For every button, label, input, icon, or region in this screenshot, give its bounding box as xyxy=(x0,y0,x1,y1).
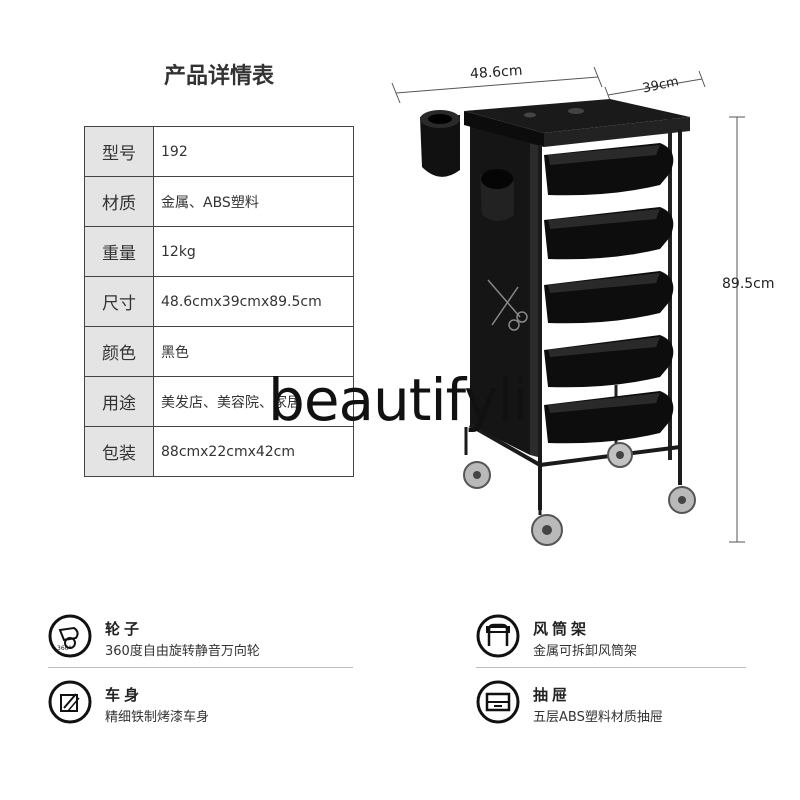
spec-key: 型号 xyxy=(84,126,154,177)
trolley-illustration xyxy=(420,99,696,546)
spec-value: 金属、ABS塑料 xyxy=(153,176,354,227)
feature-dryer-holder: 风筒架 金属可拆卸风筒架 xyxy=(476,610,776,664)
table-row: 材质 金属、ABS塑料 xyxy=(84,176,354,227)
height-dimension-line xyxy=(729,116,745,543)
spec-table: 型号 192 材质 金属、ABS塑料 重量 12kg 尺寸 48.6cmx39c… xyxy=(84,126,354,477)
spec-value: 黑色 xyxy=(153,326,354,377)
feature-desc: 五层ABS塑料材质抽屉 xyxy=(533,710,663,725)
feature-title: 轮子 xyxy=(105,620,144,638)
table-row: 重量 12kg xyxy=(84,226,354,277)
product-image: 48.6cm 39cm 89.5cm xyxy=(391,63,775,546)
feature-desc: 金属可拆卸风筒架 xyxy=(533,644,638,659)
divider xyxy=(48,667,353,668)
table-row: 用途 美发店、美容院、家居 xyxy=(84,376,354,427)
table-row: 颜色 黑色 xyxy=(84,326,354,377)
wheel-icon: 360° xyxy=(48,614,92,658)
spec-key: 包装 xyxy=(84,426,154,477)
spec-value: 88cmx22cmx42cm xyxy=(153,426,354,477)
drawer-icon xyxy=(476,680,520,724)
spec-value: 192 xyxy=(153,126,354,177)
cart-body-icon xyxy=(48,680,92,724)
spec-value: 美发店、美容院、家居 xyxy=(153,376,354,427)
table-row: 包装 88cmx22cmx42cm xyxy=(84,426,354,477)
width-dimension-line xyxy=(391,66,603,104)
spec-key: 材质 xyxy=(84,176,154,227)
feature-title: 抽屉 xyxy=(533,686,572,704)
feature-desc: 360度自由旋转静音万向轮 xyxy=(105,644,260,659)
spec-key: 颜色 xyxy=(84,326,154,377)
spec-key: 尺寸 xyxy=(84,276,154,327)
table-row: 尺寸 48.6cmx39cmx89.5cm xyxy=(84,276,354,327)
feature-drawer: 抽屉 五层ABS塑料材质抽屉 xyxy=(476,676,776,730)
drawer-stack xyxy=(544,143,674,444)
feature-wheel: 360° 轮子 360度自由旋转静音万向轮 xyxy=(48,610,348,664)
page-title: 产品详情表 xyxy=(163,64,274,89)
spec-value: 48.6cmx39cmx89.5cm xyxy=(153,276,354,327)
spec-value: 12kg xyxy=(153,226,354,277)
svg-text:360°: 360° xyxy=(57,645,71,652)
dryer-holder-icon xyxy=(476,614,520,658)
feature-body: 车身 精细铁制烤漆车身 xyxy=(48,676,348,730)
feature-title: 车身 xyxy=(105,686,144,704)
table-row: 型号 192 xyxy=(84,126,354,177)
watermark: beautifyli xyxy=(268,366,529,434)
caster-wheels xyxy=(463,442,696,546)
divider xyxy=(476,667,746,668)
spec-key: 重量 xyxy=(84,226,154,277)
width-label: 48.6cm xyxy=(469,63,523,83)
feature-title: 风筒架 xyxy=(533,620,591,638)
depth-label: 39cm xyxy=(641,74,680,96)
spec-key: 用途 xyxy=(84,376,154,427)
height-label: 89.5cm xyxy=(722,276,775,292)
feature-desc: 精细铁制烤漆车身 xyxy=(105,710,210,725)
